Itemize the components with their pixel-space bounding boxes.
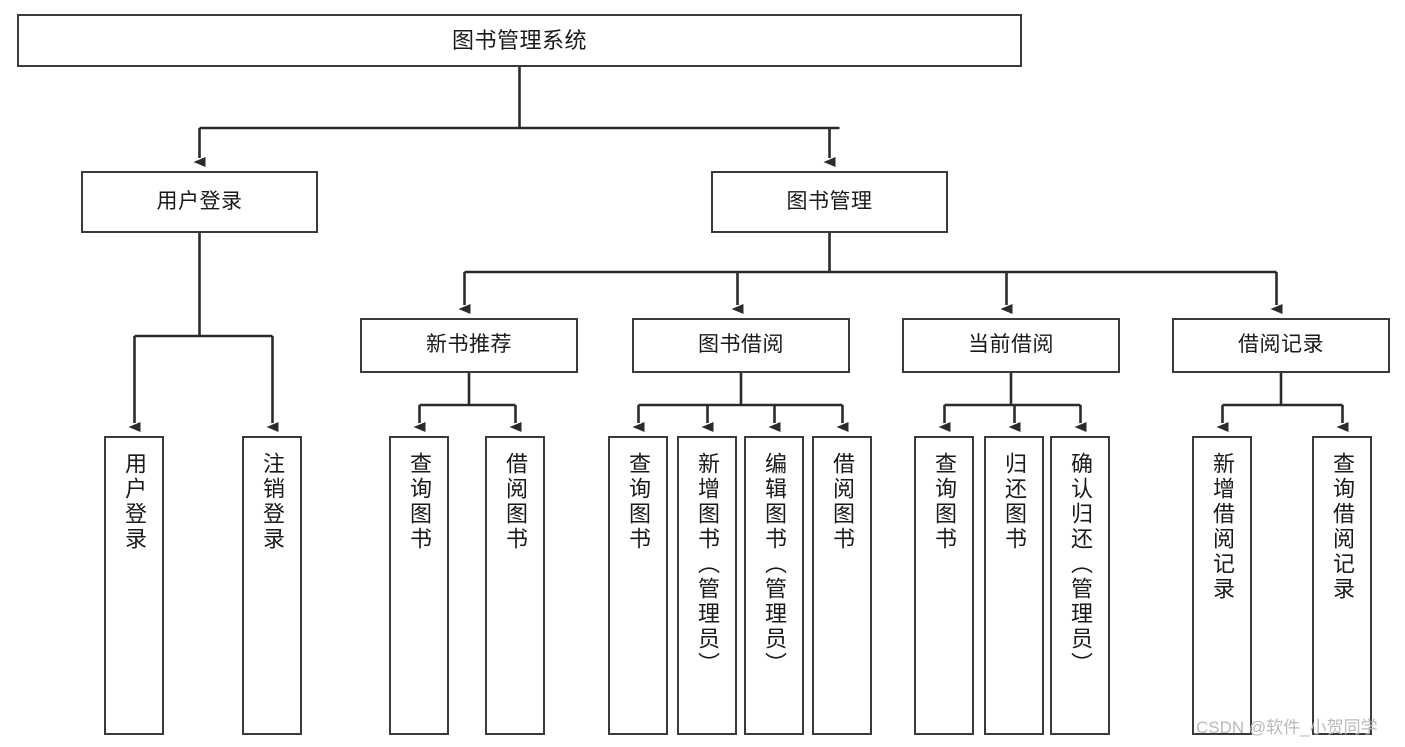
node-leaf-edit-book-label: 编辑图书（管理员） [762,452,787,677]
node-leaf-add-book-label: 新增图书（管理员） [695,452,720,677]
node-leaf-borrow-book-2-label: 借阅图书 [830,452,855,552]
node-leaf-query-book-1-label: 查询图书 [407,452,432,552]
node-leaf-query-book-2[interactable]: 查询图书 [608,436,668,735]
node-current-borrow-label: 当前借阅 [968,333,1054,357]
node-leaf-query-book-1[interactable]: 查询图书 [389,436,449,735]
node-leaf-user-login-label: 用户登录 [122,452,147,552]
node-leaf-add-borrow-record-label: 新增借阅记录 [1210,452,1235,602]
node-leaf-query-borrow-record[interactable]: 查询借阅记录 [1312,436,1372,735]
node-borrow-record[interactable]: 借阅记录 [1172,318,1390,373]
node-leaf-add-book[interactable]: 新增图书（管理员） [677,436,737,735]
node-leaf-return-book[interactable]: 归还图书 [984,436,1044,735]
node-user-login[interactable]: 用户登录 [81,171,318,233]
node-leaf-query-borrow-record-label: 查询借阅记录 [1330,452,1355,602]
node-leaf-return-book-label: 归还图书 [1002,452,1027,552]
node-leaf-borrow-book-1-label: 借阅图书 [503,452,528,552]
node-book-borrow[interactable]: 图书借阅 [632,318,850,373]
node-root-label: 图书管理系统 [451,27,587,53]
node-leaf-query-book-3-label: 查询图书 [932,452,957,552]
node-book-manage-label: 图书管理 [786,189,873,213]
node-leaf-borrow-book-2[interactable]: 借阅图书 [812,436,872,735]
node-leaf-borrow-book-1[interactable]: 借阅图书 [485,436,545,735]
node-borrow-record-label: 借阅记录 [1238,333,1324,357]
node-current-borrow[interactable]: 当前借阅 [902,318,1120,373]
node-leaf-confirm-return-label: 确认归还（管理员） [1068,452,1093,677]
node-user-login-label: 用户登录 [156,189,243,213]
node-leaf-edit-book[interactable]: 编辑图书（管理员） [744,436,804,735]
node-leaf-logout-login-label: 注销登录 [260,452,285,552]
node-new-book-recommend-label: 新书推荐 [426,333,512,357]
node-leaf-add-borrow-record[interactable]: 新增借阅记录 [1192,436,1252,735]
node-leaf-query-book-3[interactable]: 查询图书 [914,436,974,735]
node-book-borrow-label: 图书借阅 [698,333,784,357]
node-leaf-confirm-return[interactable]: 确认归还（管理员） [1050,436,1110,735]
node-leaf-logout-login[interactable]: 注销登录 [242,436,302,735]
node-leaf-user-login[interactable]: 用户登录 [104,436,164,735]
node-book-manage[interactable]: 图书管理 [711,171,948,233]
node-root[interactable]: 图书管理系统 [17,14,1022,67]
node-new-book-recommend[interactable]: 新书推荐 [360,318,578,373]
node-leaf-query-book-2-label: 查询图书 [626,452,651,552]
